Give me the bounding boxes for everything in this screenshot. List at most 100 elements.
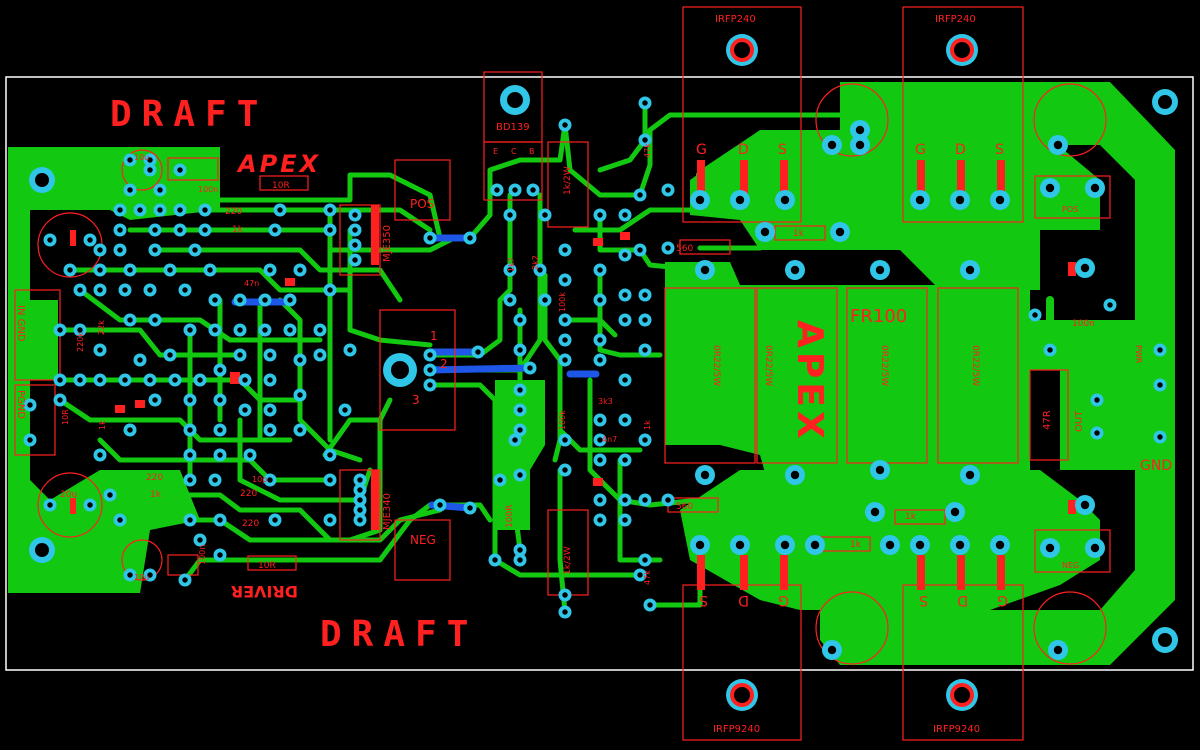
drill-hole <box>642 557 648 563</box>
drill-hole <box>357 487 363 493</box>
drill-hole <box>97 247 103 253</box>
drill-hole <box>1045 543 1055 553</box>
bd139-label: BD139 <box>496 122 530 133</box>
drill-hole <box>272 517 278 523</box>
drill-hole <box>197 537 203 543</box>
r-100k-a: 100k <box>558 292 567 312</box>
drill-hole <box>507 212 513 218</box>
drill-hole <box>642 137 648 143</box>
board-outline <box>5 76 1194 671</box>
drill-hole <box>562 317 568 323</box>
re-0r22-b: 0R22/5W <box>763 345 773 386</box>
drill-hole <box>27 437 33 443</box>
drill-hole <box>780 540 790 550</box>
r-220-c: 220 <box>240 489 257 499</box>
drill-hole <box>287 327 293 333</box>
pin-s-top-right: S <box>995 142 1004 158</box>
c-10u-bottom: 10u <box>134 573 149 582</box>
drill-hole <box>177 167 183 173</box>
drill-hole <box>267 407 273 413</box>
r-3k3: 3k3 <box>598 397 613 406</box>
drill-hole <box>875 465 885 475</box>
c-20u: 20u <box>60 490 77 500</box>
drill-hole <box>147 157 153 163</box>
drill-hole <box>542 212 548 218</box>
drill-hole <box>995 540 1005 550</box>
drill-hole <box>427 367 433 373</box>
drill-hole <box>647 602 653 608</box>
drill-hole <box>77 287 83 293</box>
drill-hole <box>507 267 513 273</box>
drill-hole <box>542 297 548 303</box>
drill-hole <box>297 392 303 398</box>
drill-hole <box>217 397 223 403</box>
drill-hole <box>875 265 885 275</box>
irfp240-right-label: IRFP240 <box>935 14 976 25</box>
drill-hole <box>157 207 163 213</box>
drill-hole <box>780 195 790 205</box>
r-47k-top: 47k <box>643 143 652 158</box>
drill-hole <box>512 437 518 443</box>
drill-hole <box>622 252 628 258</box>
drill-hole <box>735 195 745 205</box>
r-10r-left: 10R <box>61 409 70 425</box>
drill-hole <box>217 452 223 458</box>
drill-hole <box>212 297 218 303</box>
drill-hole <box>512 187 518 193</box>
c-100n-bottom: 100n <box>198 545 207 565</box>
r-47r: 47R <box>1042 410 1053 430</box>
drill-hole <box>97 267 103 273</box>
drill-hole <box>517 317 523 323</box>
re-0r22-a: 0R22/5W <box>711 345 721 386</box>
drill-hole <box>262 297 268 303</box>
drill-hole <box>182 577 188 583</box>
out-label: OUT <box>1074 410 1085 432</box>
irfp9240-left-label: IRFP9240 <box>713 724 760 735</box>
drill-hole <box>1047 347 1053 353</box>
drill-hole <box>152 247 158 253</box>
drill-hole <box>735 540 745 550</box>
drill-hole <box>467 235 473 241</box>
neg-right-label: NEG <box>1062 561 1079 570</box>
drill-hole <box>187 517 193 523</box>
drill-hole <box>357 507 363 513</box>
apex-logo: APEX <box>236 150 321 178</box>
drill-hole <box>237 297 243 303</box>
drill-hole <box>247 452 253 458</box>
drill-hole <box>242 377 248 383</box>
drill-hole <box>352 242 358 248</box>
drill-hole <box>427 382 433 388</box>
drill-hole <box>87 502 93 508</box>
node-2-label: 2 <box>440 357 448 371</box>
mounting-holes <box>29 34 1178 711</box>
drill-hole <box>127 157 133 163</box>
drill-hole <box>1157 382 1163 388</box>
pgnd-label: PGND <box>15 390 26 419</box>
drill-hole <box>157 187 163 193</box>
driver-mirrored-label: DRIVER <box>231 582 298 601</box>
irfp9240-right-label: IRFP9240 <box>933 724 980 735</box>
pin-d-top-left: D <box>738 142 749 158</box>
drill-hole <box>267 352 273 358</box>
r-220k: 220k <box>76 332 85 352</box>
drill-hole <box>497 477 503 483</box>
drill-hole <box>267 377 273 383</box>
draft-watermark-top: DRAFT <box>110 94 268 135</box>
c-4n7: 4n7 <box>602 435 617 444</box>
drill-hole <box>237 352 243 358</box>
drill-hole <box>217 367 223 373</box>
drill-hole <box>187 452 193 458</box>
drill-hole <box>642 292 648 298</box>
drill-hole <box>1107 302 1113 308</box>
drill-hole <box>622 497 628 503</box>
mje350-label: MJE350 <box>382 225 393 262</box>
drill-hole <box>642 317 648 323</box>
drill-hole <box>517 347 523 353</box>
drill-hole <box>147 287 153 293</box>
apex-logo-rotated: APEX <box>789 320 830 443</box>
pads <box>23 96 1167 660</box>
drill-hole <box>287 297 293 303</box>
drill-hole <box>507 297 513 303</box>
drill-hole <box>117 227 123 233</box>
